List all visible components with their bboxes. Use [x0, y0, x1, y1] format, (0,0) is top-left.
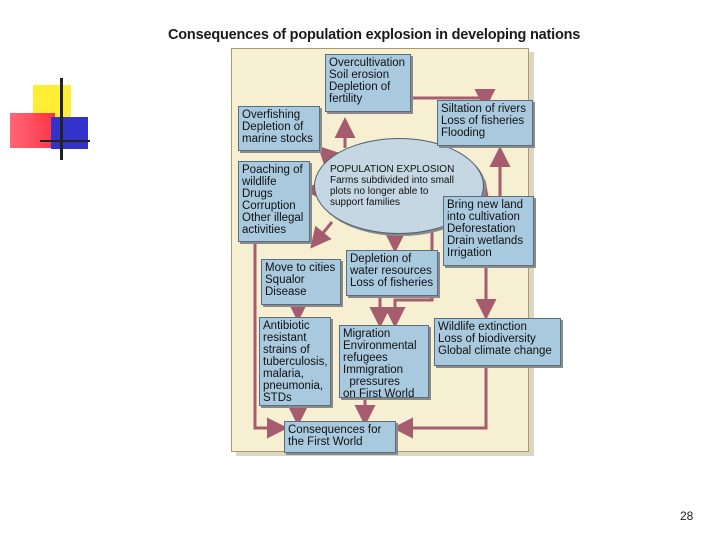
box-line: Environmental: [343, 340, 417, 352]
box-line: Wildlife extinction: [438, 321, 527, 333]
box-line: Soil erosion: [329, 69, 390, 81]
box-line: marine stocks: [242, 133, 313, 145]
box-line: activities: [242, 224, 287, 236]
box-line: the First World: [288, 436, 363, 448]
box-line: Antibiotic: [263, 320, 310, 332]
box-line: Immigration: [343, 364, 404, 376]
box-line: on First World: [343, 388, 415, 400]
box-line: malaria,: [263, 368, 304, 380]
box-line: Global climate change: [438, 345, 552, 357]
box-cities: Move to cities Squalor Disease: [261, 259, 341, 305]
box-line: into cultivation: [447, 211, 520, 223]
box-poaching: Poaching of wildlife Drugs Corruption Ot…: [238, 161, 310, 242]
center-line: POPULATION EXPLOSION: [330, 164, 455, 175]
box-line: strains of: [263, 344, 310, 356]
box-line: fertility: [329, 93, 363, 105]
center-line: plots no longer able to: [330, 186, 429, 197]
box-line: Flooding: [441, 127, 486, 139]
arrow-to-cities: [310, 221, 334, 249]
slide-title: Consequences of population explosion in …: [168, 27, 581, 43]
box-line: Depletion of: [242, 121, 304, 133]
decor-red-square: [10, 113, 55, 148]
box-migration: Migration Environmental refugees Immigra…: [339, 325, 429, 400]
decor-vertical-line: [60, 78, 63, 160]
box-new-land: Bring new land into cultivation Deforest…: [443, 196, 534, 266]
box-overfishing: Overfishing Depletion of marine stocks: [238, 106, 320, 151]
box-line: Move to cities: [265, 262, 336, 274]
arrow-wildlife-to-first-world: [392, 366, 488, 439]
box-line: Loss of fisheries: [441, 115, 525, 127]
box-line: Siltation of rivers: [441, 103, 527, 115]
box-water: Depletion of water resources Loss of fis…: [346, 250, 438, 296]
box-line: Overcultivation: [329, 57, 406, 69]
center-line: support families: [330, 197, 401, 208]
box-siltation: Siltation of rivers Loss of fisheries Fl…: [437, 100, 533, 146]
box-line: refugees: [343, 352, 388, 364]
box-line: STDs: [263, 392, 292, 404]
decor-blue-square: [51, 117, 88, 149]
box-line: Disease: [265, 286, 307, 298]
box-line: water resources: [350, 265, 432, 277]
box-line: pressures: [343, 376, 400, 388]
box-line: Irrigation: [447, 247, 492, 259]
decor-horizontal-line: [40, 140, 90, 142]
box-line: Poaching of: [242, 164, 303, 176]
box-line: Bring new land: [447, 199, 524, 211]
box-line: Drugs: [242, 188, 273, 200]
center-line: Farms subdivided into small: [330, 175, 454, 186]
box-line: tuberculosis,: [263, 356, 328, 368]
box-line: Loss of biodiversity: [438, 333, 536, 345]
arrow-left-to-first-world: [253, 240, 288, 439]
box-wildlife: Wildlife extinction Loss of biodiversity…: [434, 318, 561, 366]
box-line: pneumonia,: [263, 380, 324, 392]
box-line: Drain wetlands: [447, 235, 524, 247]
box-line: Migration: [343, 328, 391, 340]
box-antibiotic: Antibiotic resistant strains of tubercul…: [259, 317, 331, 406]
box-line: Other illegal: [242, 212, 304, 224]
box-line: Loss of fisheries: [350, 277, 434, 289]
box-line: Corruption: [242, 200, 296, 212]
box-overcultivation: Overcultivation Soil erosion Depletion o…: [325, 54, 411, 112]
box-line: Depletion of: [350, 253, 412, 265]
box-line: Consequences for: [288, 424, 382, 436]
box-first-world: Consequences for the First World: [284, 421, 396, 453]
box-line: wildlife: [242, 176, 277, 188]
box-line: Squalor: [265, 274, 305, 286]
box-line: resistant: [263, 332, 307, 344]
box-line: Deforestation: [447, 223, 516, 235]
page-number: 28: [680, 509, 694, 523]
box-line: Overfishing: [242, 109, 301, 121]
box-line: Depletion of: [329, 81, 391, 93]
